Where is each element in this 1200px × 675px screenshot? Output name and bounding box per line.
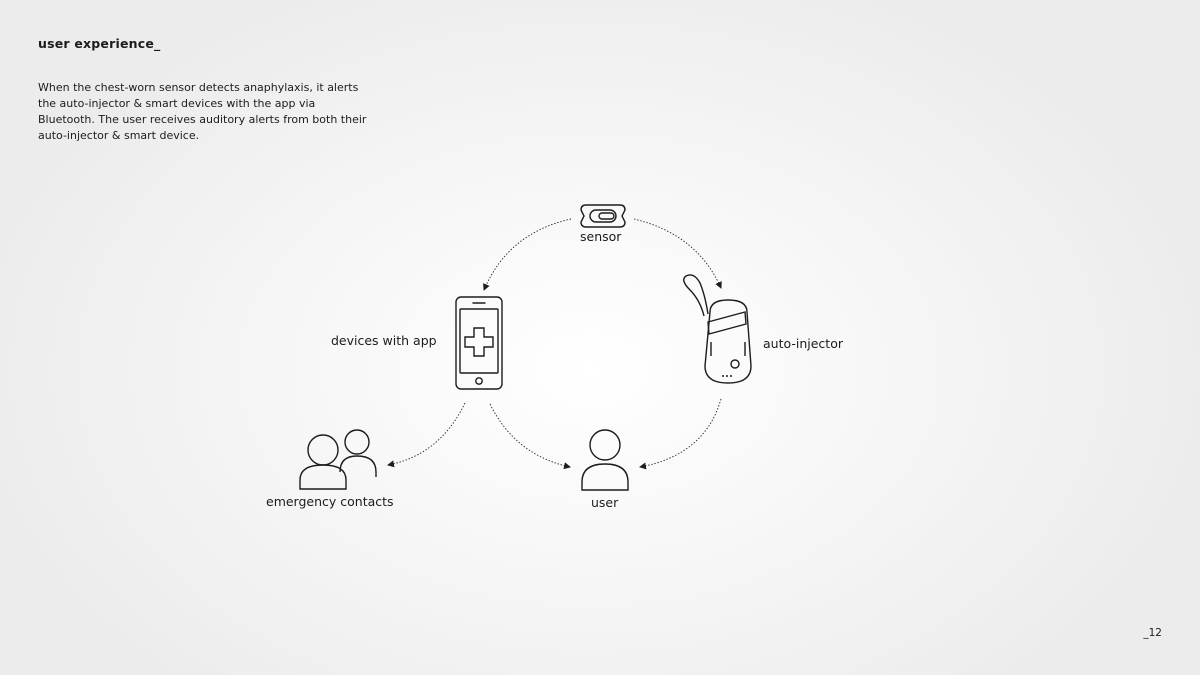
- emergency-contacts-label: emergency contacts: [266, 494, 394, 509]
- sensor-icon: [580, 204, 626, 228]
- people-icon: [299, 429, 377, 490]
- edge-sensor-to-devices: [483, 218, 572, 291]
- person-icon: [581, 429, 629, 491]
- page-number: _12: [1143, 627, 1162, 639]
- user-label: user: [591, 495, 619, 510]
- devices-label: devices with app: [331, 333, 437, 348]
- auto-injector-label: auto-injector: [763, 336, 843, 351]
- edge-devices-to-contacts: [387, 402, 466, 468]
- edge-injector-to-user: [639, 398, 722, 470]
- intro-paragraph: When the chest-worn sensor detects anaph…: [38, 81, 367, 142]
- page-title: user experience_: [38, 36, 161, 51]
- edge-devices-to-user: [489, 403, 571, 470]
- sensor-label: sensor: [580, 229, 622, 244]
- smartphone-icon: [455, 296, 503, 390]
- edge-sensor-to-injector: [633, 218, 722, 289]
- auto-injector-icon: [683, 274, 752, 384]
